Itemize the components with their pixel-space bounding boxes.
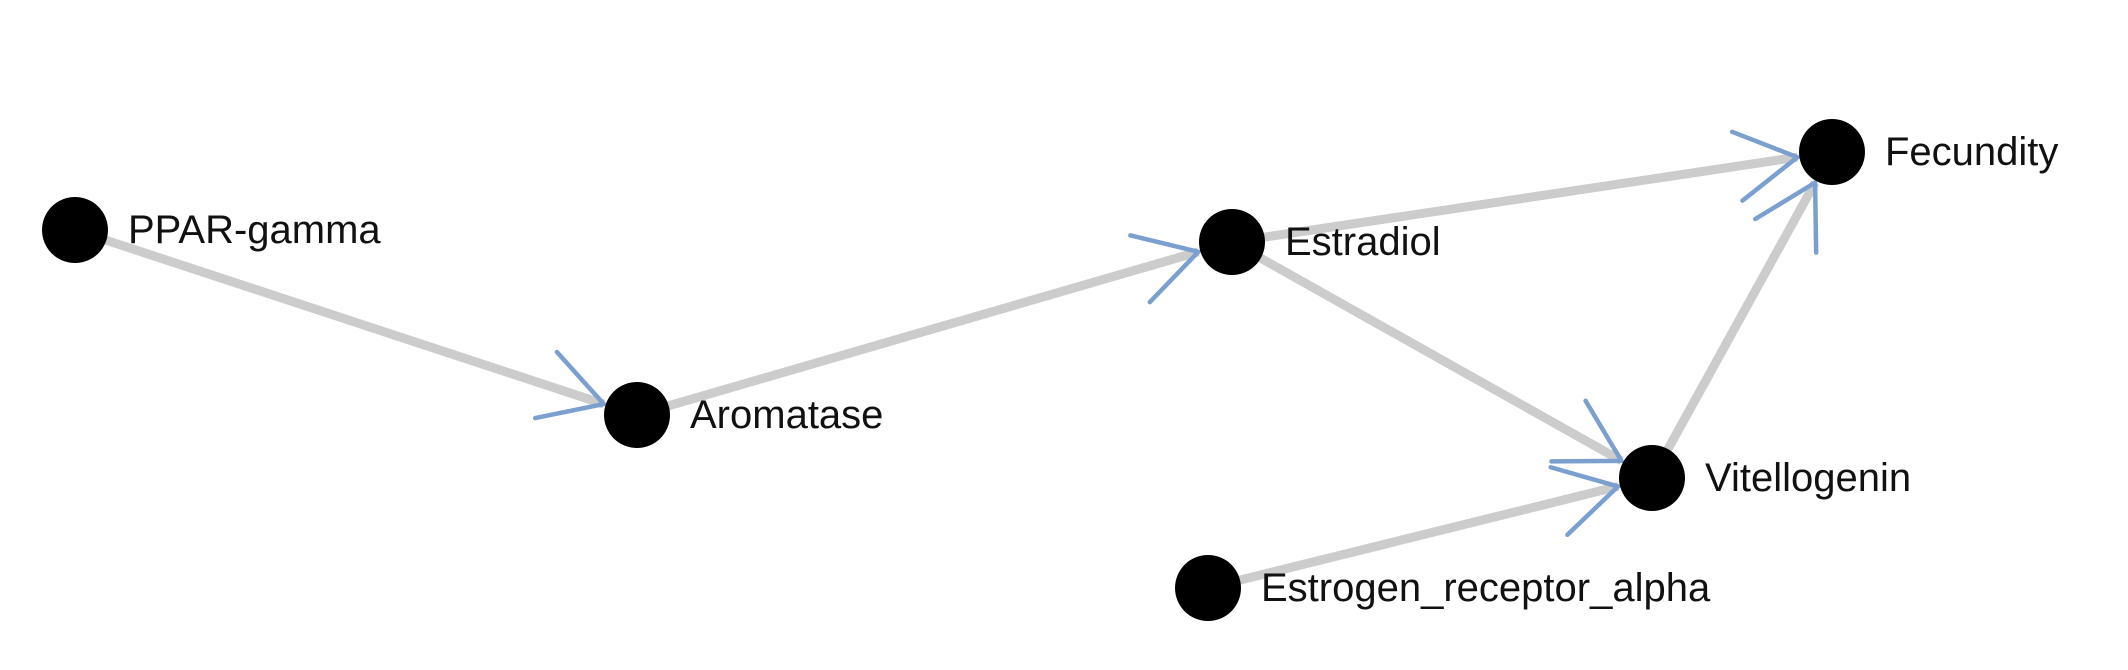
node-estradiol: Estradiol bbox=[1199, 209, 1441, 275]
edge-line bbox=[1206, 482, 1620, 593]
arrow-head-icon bbox=[1753, 180, 1819, 255]
node-dot bbox=[42, 197, 108, 263]
edge-line bbox=[635, 247, 1200, 420]
node-label: PPAR-gamma bbox=[128, 208, 381, 252]
edge-estradiol-to-fecundity bbox=[1231, 129, 1800, 247]
arrow-head-icon bbox=[1128, 233, 1201, 305]
node-label: Estradiol bbox=[1285, 220, 1441, 264]
edge-estradiol-to-vitellogenin bbox=[1229, 238, 1624, 465]
node-dot bbox=[1619, 445, 1685, 511]
node-dot bbox=[604, 382, 670, 448]
edge-line bbox=[73, 225, 606, 409]
node-vitellogenin: Vitellogenin bbox=[1619, 445, 1911, 511]
edge-line bbox=[1648, 180, 1820, 481]
edge-vitellogenin-to-fecundity bbox=[1648, 180, 1820, 481]
edge-era-to-vitellogenin bbox=[1206, 465, 1621, 593]
node-era: Estrogen_receptor_alpha bbox=[1175, 555, 1711, 621]
node-aromatase: Aromatase bbox=[604, 382, 883, 448]
node-dot bbox=[1199, 209, 1265, 275]
node-dot bbox=[1799, 119, 1865, 185]
node-label: Aromatase bbox=[690, 393, 883, 437]
edge-line bbox=[1231, 152, 1799, 247]
node-label: Fecundity bbox=[1885, 130, 2058, 174]
node-dot bbox=[1175, 555, 1241, 621]
arrow-head-icon bbox=[1729, 129, 1800, 203]
edge-line bbox=[1229, 238, 1624, 465]
node-label: Vitellogenin bbox=[1705, 456, 1911, 500]
arrow-head-icon bbox=[1548, 465, 1621, 538]
arrow-head-icon bbox=[532, 349, 607, 421]
edge-aromatase-to-estradiol bbox=[635, 233, 1201, 420]
arrow-head-icon bbox=[1549, 398, 1624, 464]
edge-ppar-to-aromatase bbox=[73, 225, 607, 421]
node-ppar: PPAR-gamma bbox=[42, 197, 381, 263]
node-fecundity: Fecundity bbox=[1799, 119, 2058, 185]
edge-layer bbox=[73, 129, 1820, 593]
node-label: Estrogen_receptor_alpha bbox=[1261, 566, 1711, 610]
